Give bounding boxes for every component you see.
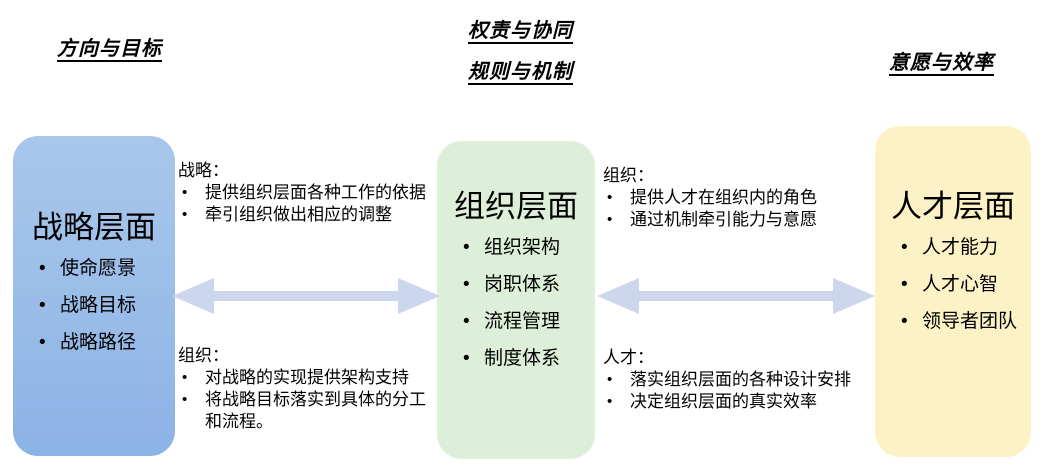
- annotation-label: 组织：: [178, 346, 229, 365]
- box-strategy-layer: 战略层面 使命愿景 战略目标 战略路径: [13, 136, 175, 456]
- box-talent-title: 人才层面: [891, 189, 1015, 224]
- list-item: 提供人才在组织内的角色: [603, 187, 875, 209]
- annotation-label: 组织：: [603, 166, 654, 185]
- list-item: 岗职体系: [457, 273, 595, 296]
- list-item: 决定组织层面的真实效率: [603, 391, 879, 413]
- list-item: 人才心智: [895, 273, 1031, 296]
- left-right-arrow-icon: [597, 278, 875, 314]
- annotation-organization-support: 组织： 对战略的实现提供架构支持 将战略目标落实到具体的分工和流程。: [178, 345, 436, 433]
- annotation-label: 人才：: [603, 348, 654, 367]
- box-talent-layer: 人才层面 人才能力 人才心智 领导者团队: [875, 126, 1031, 457]
- header-rules-mechanisms: 规则与机制: [468, 61, 573, 83]
- annotation-label: 战略：: [178, 161, 229, 180]
- annotation-organization-role: 组织： 提供人才在组织内的角色 通过机制牵引能力与意愿: [603, 165, 875, 231]
- annotation-strategy-role: 战略： 提供组织层面各种工作的依据 牵引组织做出相应的调整: [178, 160, 436, 226]
- list-item: 落实组织层面的各种设计安排: [603, 369, 879, 391]
- header-willingness-efficiency: 意愿与效率: [889, 52, 994, 74]
- box-talent-list: 人才能力 人才心智 领导者团队: [875, 236, 1031, 333]
- list-item: 领导者团队: [895, 310, 1031, 333]
- list-item: 组织架构: [457, 236, 595, 259]
- box-organization-title: 组织层面: [454, 189, 578, 224]
- list-item: 通过机制牵引能力与意愿: [603, 209, 875, 231]
- list-item: 对战略的实现提供架构支持: [178, 367, 436, 389]
- box-organization-list: 组织架构 岗职体系 流程管理 制度体系: [437, 236, 595, 370]
- left-right-arrow-icon: [172, 278, 440, 314]
- list-item: 使命愿景: [33, 257, 175, 280]
- box-strategy-title: 战略层面: [32, 210, 156, 245]
- annotation-talent-role: 人才： 落实组织层面的各种设计安排 决定组织层面的真实效率: [603, 347, 879, 413]
- list-item: 提供组织层面各种工作的依据: [178, 182, 436, 204]
- list-item: 人才能力: [895, 236, 1031, 259]
- list-item: 将战略目标落实到具体的分工和流程。: [178, 389, 436, 433]
- list-item: 制度体系: [457, 347, 595, 370]
- list-item: 牵引组织做出相应的调整: [178, 204, 436, 226]
- header-rights-collaboration: 权责与协同: [468, 20, 573, 42]
- list-item: 战略目标: [33, 294, 175, 317]
- list-item: 战略路径: [33, 331, 175, 354]
- header-direction-goals: 方向与目标: [57, 38, 162, 60]
- box-strategy-list: 使命愿景 战略目标 战略路径: [13, 257, 175, 354]
- box-organization-layer: 组织层面 组织架构 岗职体系 流程管理 制度体系: [437, 141, 595, 459]
- list-item: 流程管理: [457, 310, 595, 333]
